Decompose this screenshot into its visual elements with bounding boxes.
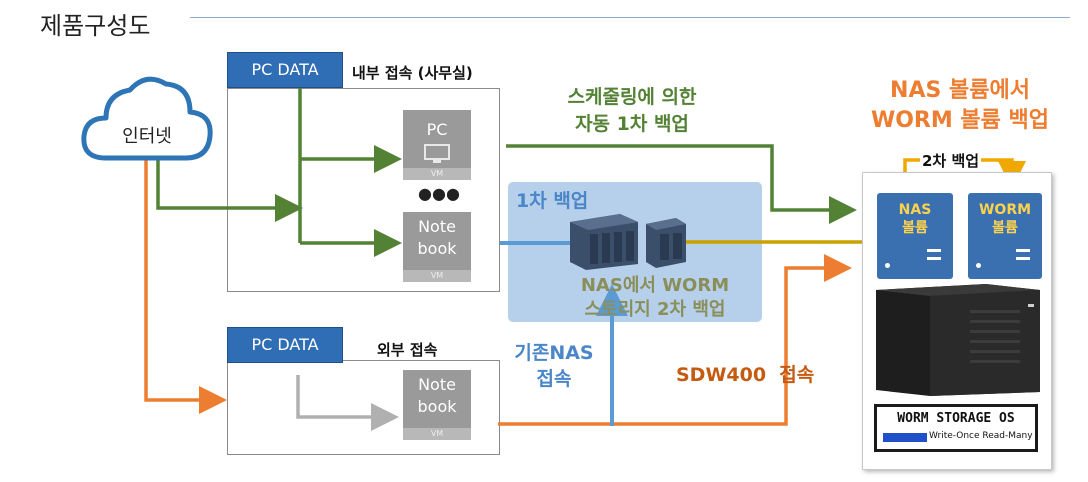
backup2-label: 2차 백업 [920, 150, 982, 171]
nas-volume-label: NAS 볼륨 [898, 202, 932, 236]
sdw-access-label: SDW400 접속 [676, 364, 815, 386]
pc-device: PC VM [403, 110, 471, 180]
pc-vm-label: VM [403, 168, 471, 180]
notebook-device-label-external: Note book [417, 375, 457, 416]
internet-label: 인터넷 [122, 126, 172, 147]
pc-data-tag-external: PC DATA [227, 327, 343, 363]
existing-nas-label: 기존NAS 접속 [514, 342, 594, 390]
worm-volume-label: WORM 볼륨 [978, 202, 1032, 236]
more-devices-dots: ●●● [418, 184, 460, 203]
monitor-icon [424, 144, 450, 163]
external-access-label: 외부 접속 [377, 341, 438, 359]
backup1-label: 1차 백업 [516, 190, 589, 212]
pc-data-tag-internal: PC DATA [227, 52, 343, 88]
os-badge-sub: Write-Once Read-Many [929, 431, 1033, 441]
notebook-device-external: Note book VM [403, 370, 471, 440]
pc-device-label: PC [426, 120, 448, 139]
os-badge-title: WORM STORAGE OS [897, 411, 1015, 426]
notebook-vm-label-external: VM [403, 428, 471, 440]
nas-to-worm-label: NAS 볼륨에서 WORM 볼륨 백업 [870, 78, 1050, 133]
nas-device-icon [570, 214, 638, 270]
nas-worm-backup-label: NAS에서 WORM 스토리지 2차 백업 [580, 275, 730, 320]
worm-device-icon [646, 218, 686, 268]
notebook-device-internal: Note book VM [403, 212, 471, 282]
worm-volume: WORM 볼륨 [968, 193, 1042, 279]
page-title: 제품구성도 [40, 12, 151, 40]
notebook-device-label: Note book [417, 217, 457, 258]
notebook-vm-label: VM [403, 270, 471, 282]
internal-access-label: 내부 접속 (사무실) [352, 64, 473, 82]
storage-server-icon [876, 284, 1040, 396]
cloud-icon [81, 76, 213, 161]
nas-volume: NAS 볼륨 [877, 193, 953, 279]
os-badge: WORM STORAGE OS Write-Once Read-Many [874, 404, 1038, 452]
title-divider [190, 17, 1070, 18]
schedule-backup-label: 스케줄링에 의한 자동 1차 백업 [567, 86, 697, 135]
